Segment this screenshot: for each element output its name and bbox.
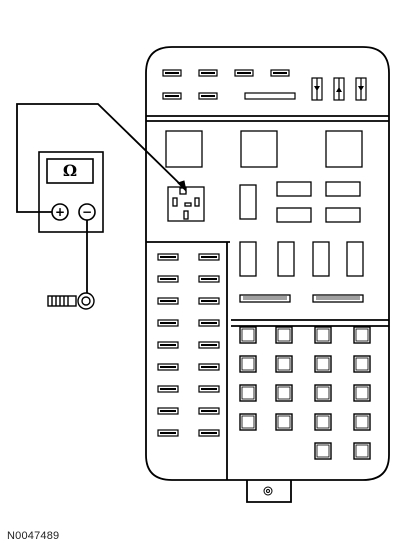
square-fuse-inner xyxy=(316,357,330,371)
top-fuse-row xyxy=(162,69,296,100)
mid-components xyxy=(239,181,361,223)
mini-fuse-element xyxy=(160,256,176,258)
square-fuse xyxy=(314,413,332,431)
square-fuse-inner xyxy=(316,415,330,429)
square-fuse-grid xyxy=(239,326,371,460)
test-leads xyxy=(16,103,184,295)
mini-fuse-element xyxy=(201,322,217,324)
square-fuse xyxy=(239,413,257,431)
mini-fuse-element xyxy=(160,432,176,434)
mini-fuse-element xyxy=(201,366,217,368)
relay xyxy=(165,130,203,168)
mini-fuse-element xyxy=(160,278,176,280)
square-fuse-inner xyxy=(355,415,369,429)
square-fuse-inner xyxy=(277,328,291,342)
square-fuse xyxy=(239,326,257,344)
square-fuse-inner xyxy=(277,386,291,400)
square-fuse-inner xyxy=(241,386,255,400)
square-fuse xyxy=(314,355,332,373)
square-fuse-inner xyxy=(277,357,291,371)
square-fuse-inner xyxy=(277,415,291,429)
lead-arrow xyxy=(177,180,187,193)
square-fuse-inner xyxy=(355,444,369,458)
square-fuse xyxy=(239,355,257,373)
figure-id: N0047489 xyxy=(7,530,60,542)
mini-fuse-grid xyxy=(157,253,220,437)
square-fuse xyxy=(239,384,257,402)
negative-terminal: − xyxy=(81,205,93,219)
long-fuse xyxy=(244,92,296,100)
square-fuse xyxy=(353,413,371,431)
square-fuse xyxy=(314,326,332,344)
square-fuse xyxy=(353,326,371,344)
square-fuse-inner xyxy=(241,357,255,371)
ohmmeter-icon xyxy=(38,151,104,233)
square-fuse-inner xyxy=(316,444,330,458)
square-fuse xyxy=(275,326,293,344)
mini-fuse-element xyxy=(160,410,176,412)
relay xyxy=(325,130,363,168)
square-fuse xyxy=(353,384,371,402)
long-strips xyxy=(239,294,364,303)
fuse-panel-icon xyxy=(145,46,390,503)
mini-fuse-element xyxy=(201,278,217,280)
square-fuse-inner xyxy=(316,328,330,342)
square-fuse xyxy=(353,442,371,460)
ohm-display-symbol: Ω xyxy=(62,161,78,180)
relay xyxy=(240,130,278,168)
probe-lead-icon xyxy=(47,292,95,310)
square-fuse-inner xyxy=(355,386,369,400)
square-fuse-inner xyxy=(241,328,255,342)
mini-fuse-element xyxy=(160,388,176,390)
large-relays xyxy=(165,130,363,168)
square-fuse xyxy=(314,384,332,402)
mini-fuse-element xyxy=(201,256,217,258)
square-fuse xyxy=(275,413,293,431)
square-fuse-inner xyxy=(241,415,255,429)
square-fuse xyxy=(314,442,332,460)
mini-fuse-element xyxy=(160,300,176,302)
square-fuse-inner xyxy=(316,386,330,400)
relay-socket-icon xyxy=(167,186,205,222)
mini-fuse-element xyxy=(160,366,176,368)
mini-fuse-element xyxy=(160,322,176,324)
mini-fuse-element xyxy=(201,432,217,434)
square-fuse-inner xyxy=(355,357,369,371)
square-fuse xyxy=(275,384,293,402)
positive-terminal: + xyxy=(54,205,66,219)
mini-fuse-element xyxy=(201,388,217,390)
mini-fuse-element xyxy=(201,344,217,346)
square-fuse-inner xyxy=(355,328,369,342)
mini-fuse-element xyxy=(201,410,217,412)
mini-fuse-element xyxy=(160,344,176,346)
mini-fuse-element xyxy=(201,300,217,302)
square-fuse xyxy=(275,355,293,373)
cartridge-fuses xyxy=(239,241,364,277)
square-fuse xyxy=(353,355,371,373)
tab-connector-icon xyxy=(263,486,273,496)
